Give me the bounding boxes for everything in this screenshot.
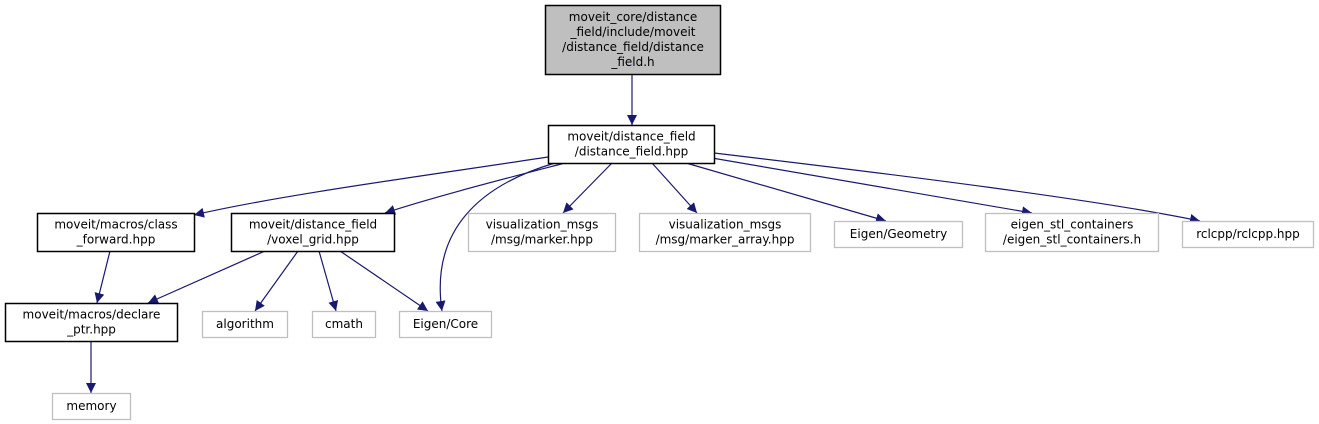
node-label-line: cmath xyxy=(325,317,363,331)
node-algorithm: algorithm xyxy=(201,310,289,339)
node-box xyxy=(544,4,722,76)
node-box xyxy=(547,124,716,165)
node-box xyxy=(36,212,196,253)
node-label-line: moveit/distance_field xyxy=(249,218,377,232)
node-box xyxy=(833,220,964,249)
edge-voxel-grid-to-declare-ptr xyxy=(147,250,266,304)
node-label-line: /voxel_grid.hpp xyxy=(267,233,359,247)
node-label-line: Eigen/Geometry xyxy=(850,227,947,241)
node-label-line: /distance_field.hpp xyxy=(575,145,688,159)
node-label-line: memory xyxy=(66,399,116,413)
node-label-line: /msg/marker_array.hpp xyxy=(656,233,795,247)
edge-distance-field-hpp-to-eigen-geometry xyxy=(685,162,887,224)
edge-distance-field-hpp-to-eigen-stl xyxy=(711,157,1033,217)
node-box xyxy=(311,310,377,339)
node-box xyxy=(984,212,1160,253)
node-label-line: _field/include/moveit xyxy=(569,25,695,39)
node-eigen-core: Eigen/Core xyxy=(398,310,493,339)
node-label-line: moveit/macros/declare xyxy=(23,308,161,322)
node-label-line: moveit_core/distance xyxy=(569,10,697,24)
edge-distance-field-hpp-to-voxel-grid xyxy=(384,162,566,215)
node-box xyxy=(4,302,179,343)
node-box xyxy=(230,212,396,253)
edge-distance-field-hpp-to-marker-array xyxy=(651,162,698,214)
node-label-line: Eigen/Core xyxy=(413,317,478,331)
node-label-line: visualization_msgs xyxy=(669,218,782,232)
edge-class-forward-to-declare-ptr xyxy=(94,250,111,304)
node-label-line: visualization_msgs xyxy=(486,218,599,232)
edges xyxy=(86,74,1201,393)
edge-distance-field-hpp-to-eigen-core xyxy=(435,162,556,312)
edge-voxel-grid-to-algorithm xyxy=(254,250,299,312)
node-label-line: eigen_stl_containers xyxy=(1011,218,1134,232)
node-label-line: _field.h xyxy=(610,55,654,69)
node-label-line: moveit/distance_field xyxy=(567,130,695,144)
node-label-line: /msg/marker.hpp xyxy=(491,233,593,247)
node-cmath: cmath xyxy=(311,310,377,339)
node-root[interactable]: moveit_core/distance_field/include/movei… xyxy=(544,4,722,76)
node-box xyxy=(51,392,132,421)
node-label-line: /eigen_stl_containers.h xyxy=(1003,233,1141,247)
node-marker: visualization_msgs/msg/marker.hpp xyxy=(467,212,617,253)
node-box xyxy=(1181,220,1315,249)
node-voxel-grid[interactable]: moveit/distance_field/voxel_grid.hpp xyxy=(230,212,396,253)
node-box xyxy=(201,310,289,339)
node-eigen-geometry: Eigen/Geometry xyxy=(833,220,964,249)
node-class-forward[interactable]: moveit/macros/class_forward.hpp xyxy=(36,212,196,253)
edge-voxel-grid-to-cmath xyxy=(318,250,339,312)
node-box xyxy=(638,212,812,253)
node-label-line: _forward.hpp xyxy=(76,233,156,247)
edge-distance-field-hpp-to-marker xyxy=(562,162,613,214)
node-rclcpp: rclcpp/rclcpp.hpp xyxy=(1181,220,1315,249)
node-label-line: moveit/macros/class xyxy=(54,218,177,232)
edge-distance-field-hpp-to-rclcpp xyxy=(713,152,1201,224)
node-marker-array: visualization_msgs/msg/marker_array.hpp xyxy=(638,212,812,253)
node-eigen-stl: eigen_stl_containers/eigen_stl_container… xyxy=(984,212,1160,253)
nodes: moveit_core/distance_field/include/movei… xyxy=(4,4,1315,421)
edge-distance-field-hpp-to-class-forward xyxy=(193,156,549,218)
edge-voxel-grid-to-eigen-core xyxy=(339,250,429,312)
node-memory: memory xyxy=(51,392,132,421)
node-box xyxy=(398,310,493,339)
node-declare-ptr[interactable]: moveit/macros/declare_ptr.hpp xyxy=(4,302,179,343)
node-box xyxy=(467,212,617,253)
node-label-line: rclcpp/rclcpp.hpp xyxy=(1196,227,1300,241)
node-label-line: _ptr.hpp xyxy=(66,323,116,337)
node-distance-field-hpp[interactable]: moveit/distance_field/distance_field.hpp xyxy=(547,124,716,165)
node-label-line: algorithm xyxy=(216,317,274,331)
node-label-line: /distance_field/distance xyxy=(562,40,704,54)
